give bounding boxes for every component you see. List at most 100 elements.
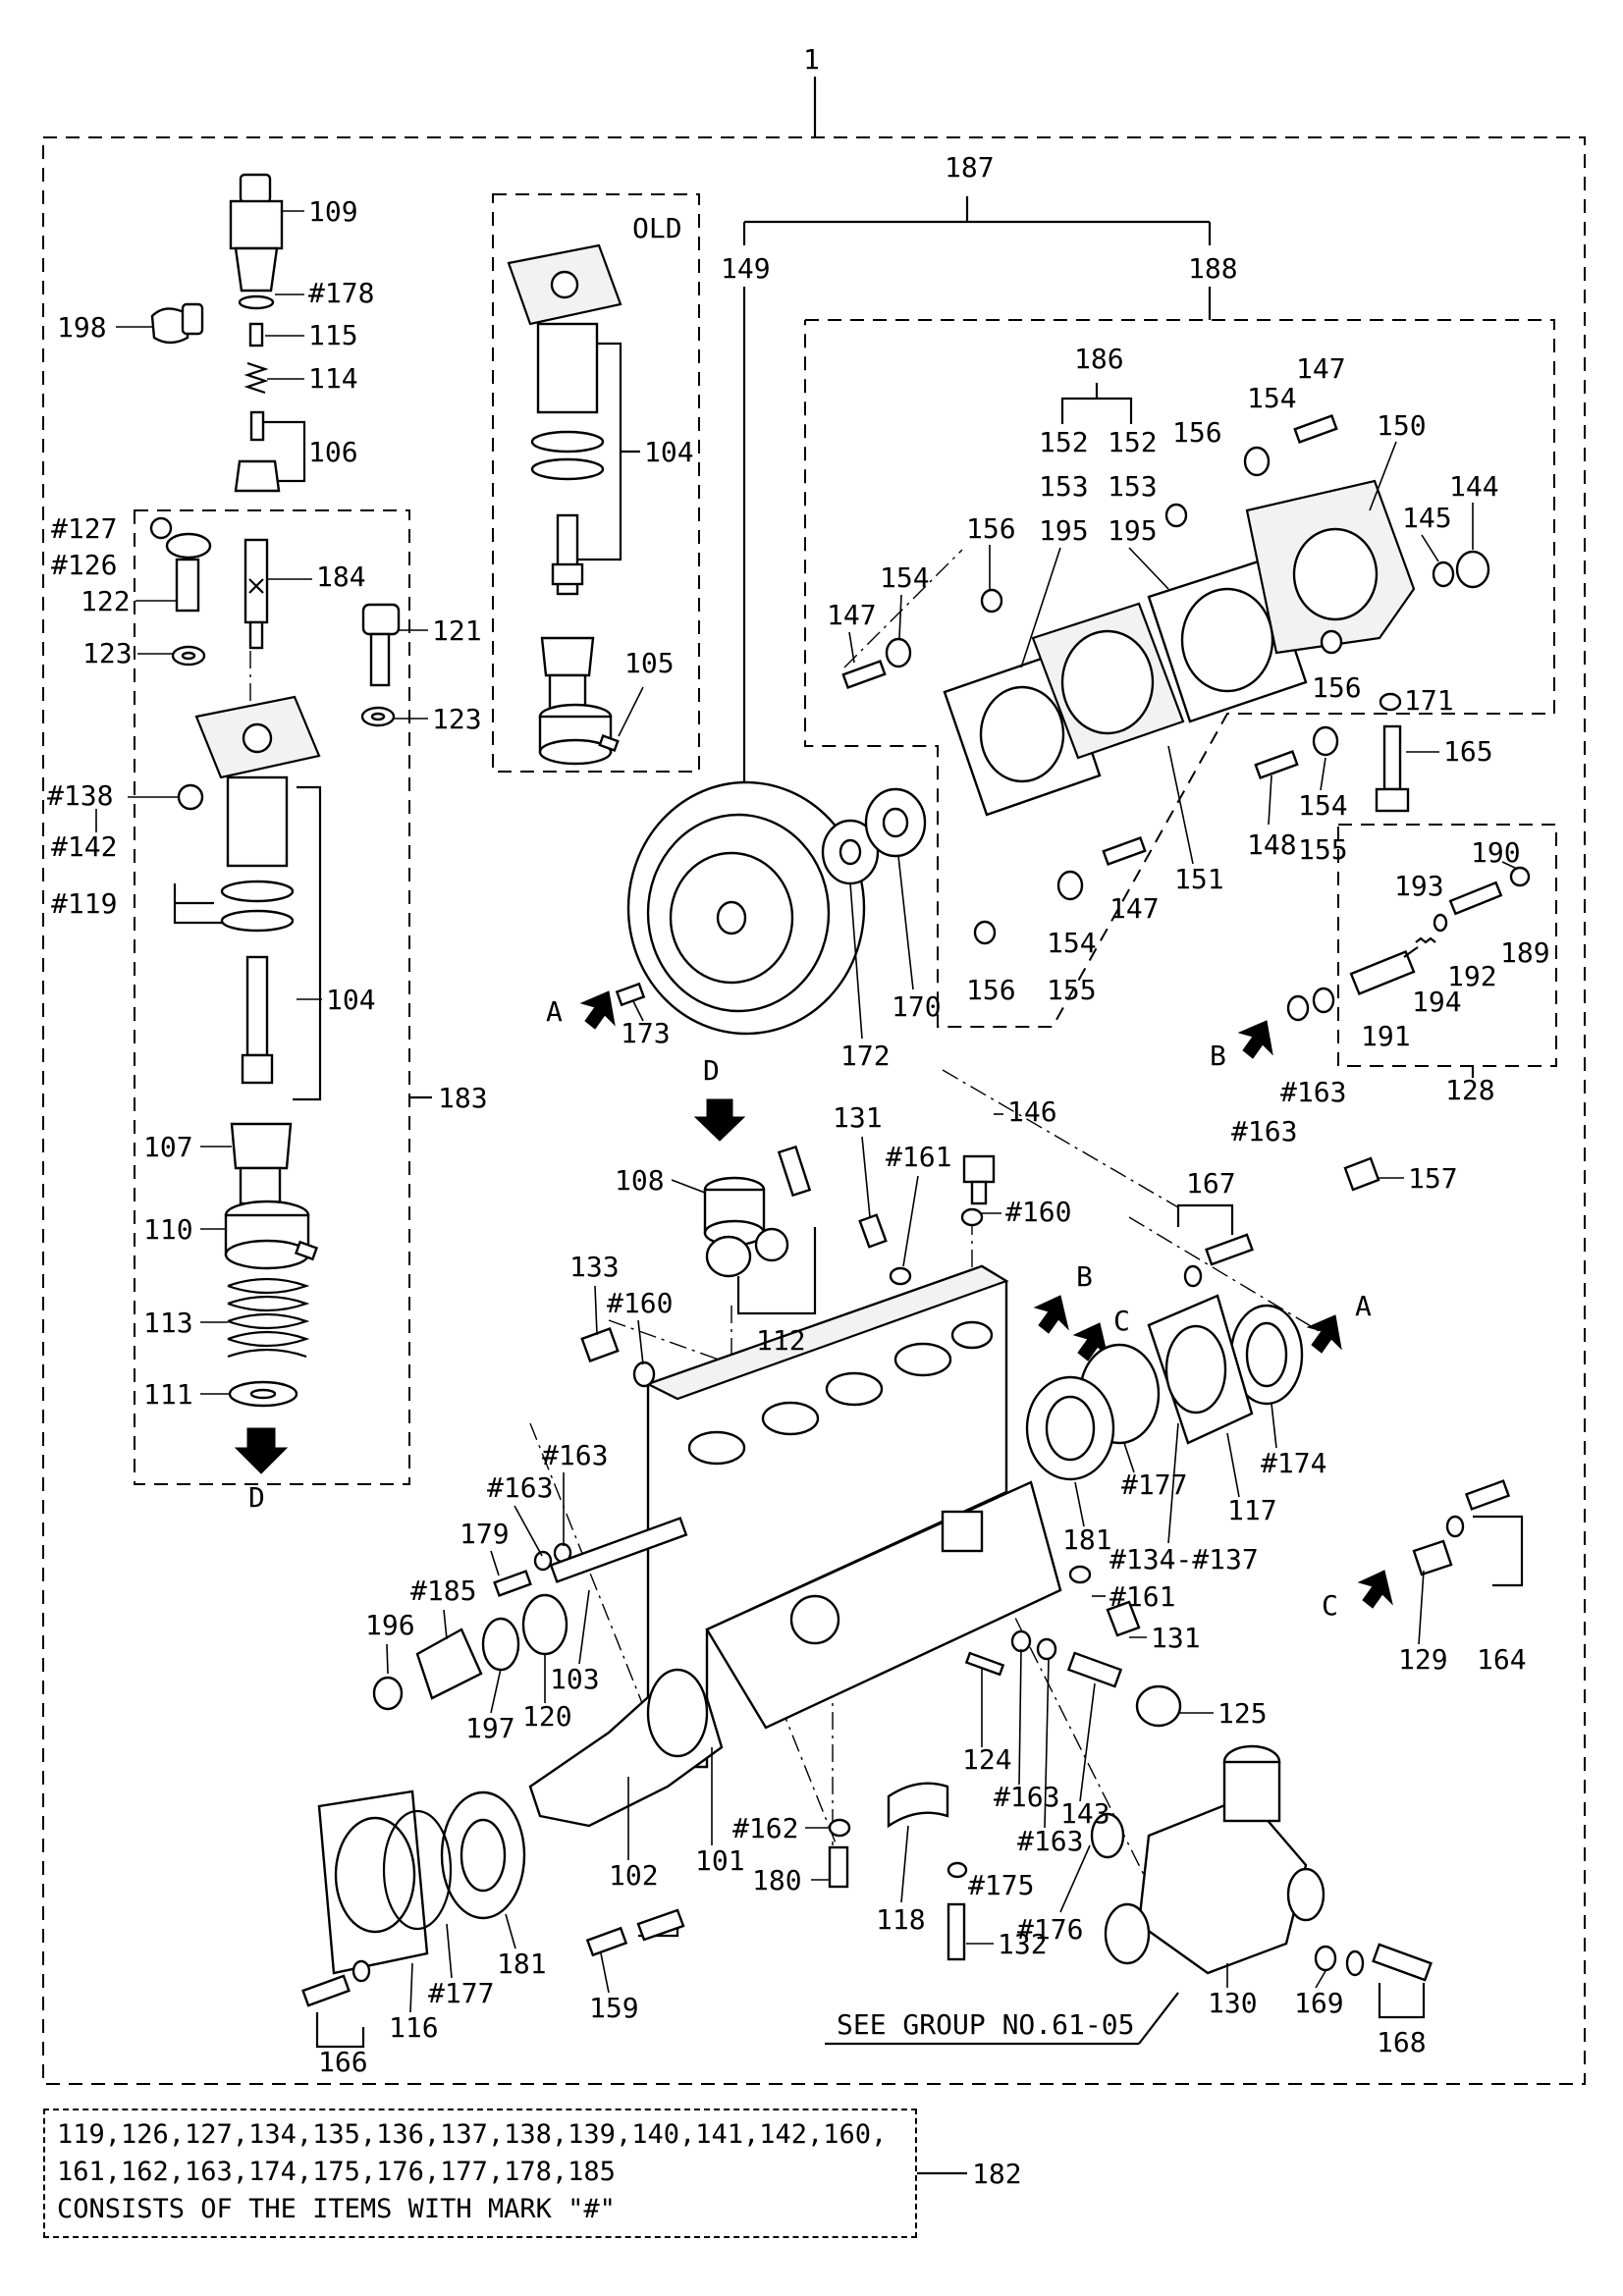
view-label: A	[1355, 1290, 1372, 1322]
plunger-stack-parts	[149, 173, 401, 1474]
part-label: 153	[1039, 470, 1089, 503]
part-label: 195	[1108, 514, 1158, 547]
flange-parts	[841, 414, 1490, 945]
part-label: #163	[1280, 1076, 1346, 1108]
note-line: 119,126,127,134,135,136,137,138,139,140,…	[57, 2119, 888, 2150]
assembly-frame	[42, 136, 1586, 2085]
part-label: 165	[1443, 735, 1493, 768]
part-label: 144	[1449, 470, 1499, 503]
part-label: 143	[1060, 1797, 1110, 1830]
part-label: 125	[1217, 1697, 1268, 1730]
part-label: 145	[1402, 502, 1452, 534]
part-label: 169	[1294, 1987, 1344, 2019]
part-label: 104	[326, 984, 376, 1016]
part-label: 179	[460, 1518, 510, 1550]
part-label: 157	[1408, 1162, 1458, 1195]
part-label: 196	[365, 1609, 415, 1641]
part-label: 170	[892, 990, 942, 1023]
part-label: 131	[1151, 1622, 1201, 1654]
part-label: 164	[1477, 1643, 1527, 1676]
part-label: 101	[695, 1844, 745, 1877]
part-label: 155	[1047, 974, 1097, 1006]
part-label: 156	[1172, 416, 1222, 449]
part-label: 104	[644, 436, 694, 468]
part-label: 146	[1007, 1095, 1057, 1128]
part-label: 152	[1108, 426, 1158, 458]
view-label: C	[1322, 1589, 1338, 1622]
part-label: 193	[1394, 870, 1444, 902]
part-label: 154	[880, 561, 930, 594]
part-label: 121	[432, 614, 482, 647]
part-label: 188	[1188, 252, 1238, 285]
part-label: 167	[1186, 1167, 1236, 1200]
part-label: 191	[1361, 1020, 1411, 1052]
part-label: #163	[1231, 1115, 1297, 1148]
part-label: 181	[497, 1948, 547, 1980]
part-label: 198	[57, 311, 107, 344]
part-label: 150	[1377, 409, 1427, 442]
part-label: 129	[1398, 1643, 1448, 1676]
part-label: 149	[721, 252, 771, 285]
part-label: 108	[615, 1164, 665, 1197]
part-label: #163	[487, 1471, 553, 1504]
part-label: 184	[316, 561, 366, 593]
part-label: 112	[756, 1324, 806, 1357]
part-number-labels: 109 #178 198 115 114 106 #127 #126 184 1…	[47, 151, 1550, 2078]
part-label: #138	[47, 779, 113, 812]
part-label: 124	[962, 1743, 1012, 1776]
part-label: 187	[945, 151, 995, 184]
note-line: CONSISTS OF THE ITEMS WITH MARK "#"	[57, 2194, 616, 2224]
part-label: #142	[51, 830, 117, 863]
part-label: 154	[1047, 927, 1097, 959]
flange-group-box	[804, 319, 1555, 1028]
part-label: #163	[542, 1439, 608, 1471]
part-label: #163	[1017, 1825, 1083, 1857]
part-label: 159	[589, 1992, 639, 2024]
part-label: 189	[1500, 936, 1550, 969]
plunger-group-box	[134, 509, 410, 1485]
part-label: 168	[1377, 2026, 1427, 2058]
part-label: 186	[1074, 343, 1124, 375]
kit-contents-note: 119,126,127,134,135,136,137,138,139,140,…	[43, 2109, 917, 2238]
part-label: 115	[308, 319, 358, 351]
part-label: 154	[1298, 789, 1348, 822]
part-label: 173	[621, 1017, 671, 1049]
valve-group-box	[1337, 824, 1557, 1067]
part-label: 117	[1227, 1494, 1277, 1526]
part-label: 197	[465, 1712, 515, 1744]
part-label: 116	[389, 2011, 439, 2044]
part-label: 132	[998, 1928, 1048, 1960]
part-label: 106	[308, 436, 358, 468]
part-label: 113	[143, 1307, 193, 1339]
part-label: 107	[143, 1131, 193, 1163]
part-label: 148	[1247, 828, 1297, 861]
part-label: 152	[1039, 426, 1089, 458]
part-label: 123	[82, 637, 133, 669]
view-label: C	[1113, 1305, 1130, 1337]
part-label: 131	[833, 1101, 883, 1134]
valve-parts	[1237, 866, 1531, 1192]
part-label: #177	[1121, 1468, 1187, 1501]
part-label: 153	[1108, 470, 1158, 503]
part-label: 123	[432, 703, 482, 735]
part-label: #175	[968, 1869, 1034, 1901]
part-label: #161	[1109, 1580, 1175, 1613]
part-label: #174	[1261, 1447, 1326, 1479]
part-label: #161	[886, 1141, 951, 1173]
part-label: 151	[1174, 863, 1224, 895]
part-label: 130	[1208, 1987, 1258, 2019]
pump-housing	[301, 1098, 1511, 2007]
part-label: 171	[1404, 684, 1454, 717]
part-label: #160	[607, 1287, 673, 1319]
part-label: 128	[1445, 1074, 1495, 1106]
part-label: 102	[609, 1859, 659, 1892]
view-labels: A A B B C C D D	[248, 995, 1372, 1622]
view-label: D	[248, 1481, 265, 1514]
see-group-note: SEE GROUP NO.61-05	[837, 2008, 1134, 2041]
part-label: 109	[308, 195, 358, 228]
part-label: 155	[1298, 833, 1348, 866]
part-label: 118	[876, 1903, 926, 1936]
part-label: 147	[1296, 352, 1346, 385]
